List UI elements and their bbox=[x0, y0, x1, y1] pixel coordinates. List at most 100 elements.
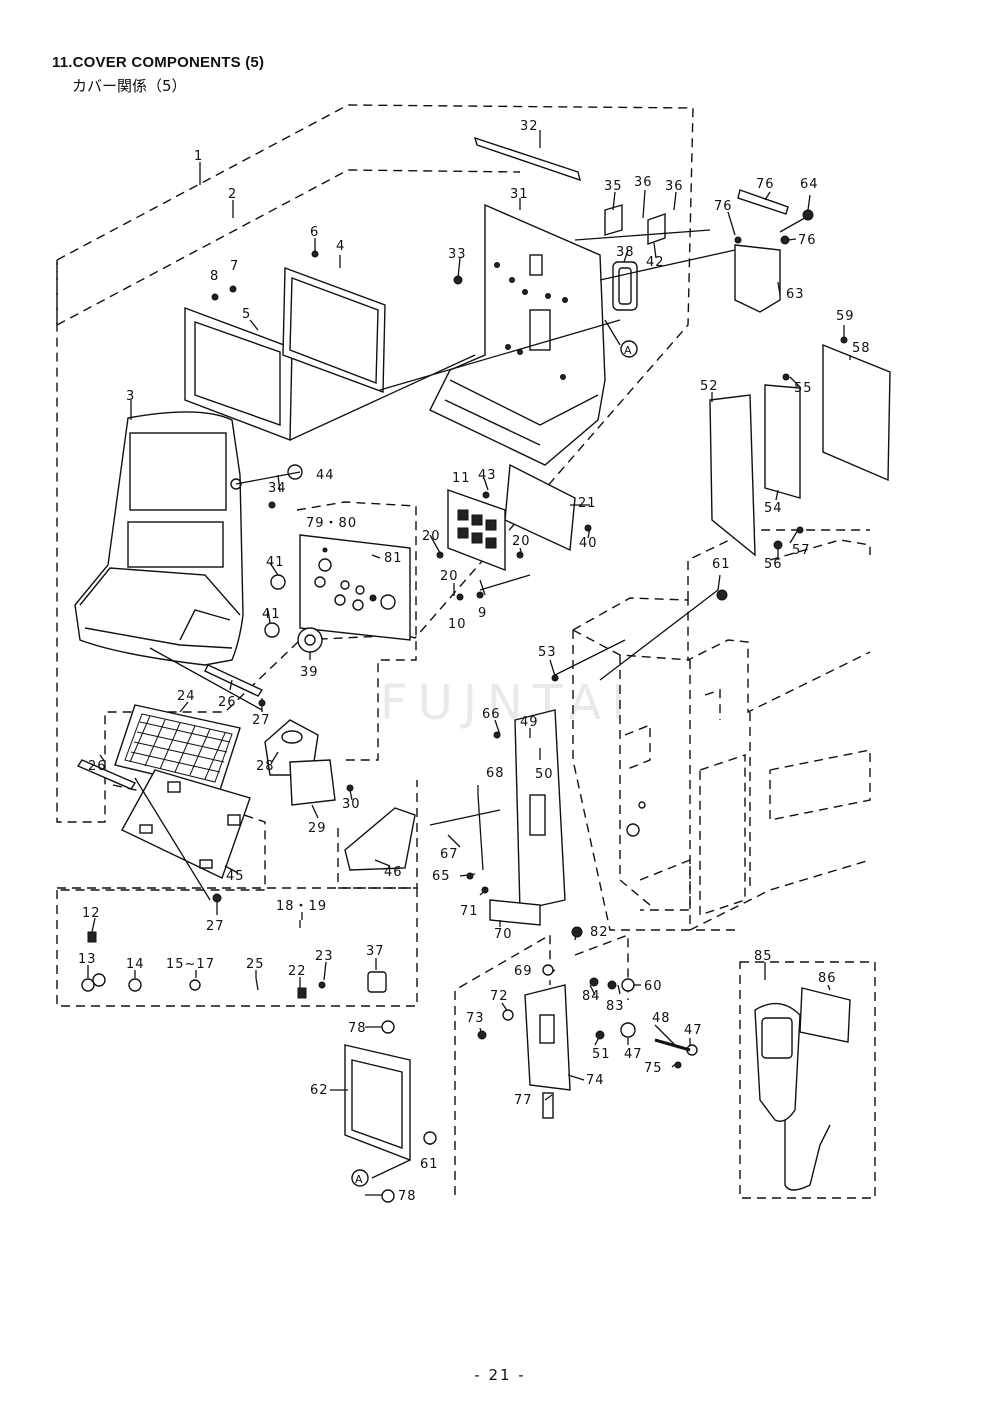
label-54: 54 bbox=[764, 501, 783, 516]
marker-a-top bbox=[620, 340, 638, 358]
part-77-pin bbox=[542, 1092, 554, 1119]
part-45-plate bbox=[121, 769, 251, 879]
label-60: 60 bbox=[644, 979, 663, 994]
label-48: 48 bbox=[652, 1011, 671, 1026]
part-46-bracket bbox=[344, 807, 416, 871]
part-54-board bbox=[764, 384, 801, 499]
label-66: 66 bbox=[482, 707, 501, 722]
part-44-cap bbox=[287, 464, 303, 480]
label-65: 65 bbox=[432, 869, 451, 884]
part-26-strip-a bbox=[204, 664, 264, 697]
label-86: 86 bbox=[818, 971, 837, 986]
part-58-cover bbox=[822, 343, 891, 482]
label-a-top: A bbox=[624, 344, 633, 357]
label-27-a: 27 bbox=[252, 713, 271, 728]
label-82: 82 bbox=[590, 925, 609, 940]
part-76-strip bbox=[737, 189, 789, 215]
label-49: 49 bbox=[520, 715, 539, 730]
label-44: 44 bbox=[316, 468, 335, 483]
page-number: - 21 - bbox=[474, 1366, 526, 1384]
label-28: 28 bbox=[256, 759, 275, 774]
label-46: 46 bbox=[384, 865, 403, 880]
label-43: 43 bbox=[478, 468, 497, 483]
label-20-a: 20 bbox=[422, 529, 441, 544]
label-37: 37 bbox=[366, 944, 385, 959]
part-52-bracket bbox=[709, 394, 756, 557]
label-41-b: 41 bbox=[262, 607, 281, 622]
assembly-1-outline bbox=[56, 104, 694, 823]
label-18-19: 18・19 bbox=[276, 899, 327, 914]
label-74: 74 bbox=[586, 1073, 605, 1088]
label-23: 23 bbox=[315, 949, 334, 964]
label-47-b: 47 bbox=[684, 1023, 703, 1038]
label-6: 6 bbox=[310, 225, 319, 240]
label-4: 4 bbox=[336, 239, 345, 254]
label-32: 32 bbox=[520, 119, 539, 134]
label-12: 12 bbox=[82, 906, 101, 921]
label-76-b: 76 bbox=[714, 199, 733, 214]
label-2: 2 bbox=[228, 187, 237, 202]
part-29-plate bbox=[289, 759, 336, 806]
part-31-back-panel bbox=[429, 203, 606, 466]
label-71: 71 bbox=[460, 904, 479, 919]
label-58: 58 bbox=[852, 341, 871, 356]
label-78-a: 78 bbox=[348, 1021, 367, 1036]
label-26-a: 26 bbox=[218, 695, 237, 710]
label-30: 30 bbox=[342, 797, 361, 812]
label-64: 64 bbox=[800, 177, 819, 192]
label-77: 77 bbox=[514, 1093, 533, 1108]
label-68: 68 bbox=[486, 766, 505, 781]
label-81: 81 bbox=[384, 551, 403, 566]
label-73: 73 bbox=[466, 1011, 485, 1026]
label-85: 85 bbox=[754, 949, 773, 964]
small-parts-box-outline bbox=[56, 887, 418, 1007]
part-labels: 1 2 3 4 5 6 7 8 9 10 11 12 13 14 15~17 1… bbox=[78, 119, 871, 1204]
marker-a-bottom bbox=[351, 1169, 369, 1187]
part-21-board bbox=[447, 463, 576, 572]
part-79-80-panel bbox=[299, 534, 411, 641]
label-36-a: 36 bbox=[634, 175, 653, 190]
part-3-console bbox=[74, 411, 244, 666]
part-67-rod bbox=[429, 809, 501, 826]
part-74-bracket bbox=[524, 984, 571, 1091]
label-7: 7 bbox=[230, 259, 239, 274]
label-27-b: 27 bbox=[206, 919, 225, 934]
part-35-plate bbox=[604, 204, 623, 236]
label-26-b: 26 bbox=[88, 759, 107, 774]
label-14: 14 bbox=[126, 957, 145, 972]
label-70: 70 bbox=[494, 927, 513, 942]
pendant-box-outline bbox=[739, 961, 876, 1199]
part-39-washer bbox=[297, 627, 323, 653]
part-49-column bbox=[489, 709, 566, 926]
box-74-outline bbox=[454, 933, 551, 1195]
label-1: 1 bbox=[194, 149, 203, 164]
label-63: 63 bbox=[786, 287, 805, 302]
label-33: 33 bbox=[448, 247, 467, 262]
label-56: 56 bbox=[764, 557, 783, 572]
part-26-strip-b bbox=[76, 759, 137, 790]
label-40: 40 bbox=[579, 536, 598, 551]
label-75: 75 bbox=[644, 1061, 663, 1076]
label-21: 21 bbox=[578, 496, 597, 511]
machine-body bbox=[572, 529, 871, 931]
label-9: 9 bbox=[478, 606, 487, 621]
label-72: 72 bbox=[490, 989, 509, 1004]
label-61-b: 61 bbox=[420, 1157, 439, 1172]
label-22: 22 bbox=[288, 964, 307, 979]
part-85-pendant bbox=[754, 987, 851, 1191]
box-60-outline bbox=[574, 933, 629, 1000]
watermark: FUJNTAI bbox=[380, 675, 636, 731]
part-38-grommet bbox=[612, 261, 638, 311]
label-38: 38 bbox=[616, 245, 635, 260]
label-57: 57 bbox=[792, 543, 811, 558]
label-29: 29 bbox=[308, 821, 327, 836]
label-67: 67 bbox=[440, 847, 459, 862]
label-53: 53 bbox=[538, 645, 557, 660]
label-5: 5 bbox=[242, 307, 251, 322]
label-59: 59 bbox=[836, 309, 855, 324]
label-34: 34 bbox=[268, 481, 287, 496]
label-35: 35 bbox=[604, 179, 623, 194]
label-84: 84 bbox=[582, 989, 601, 1004]
label-31: 31 bbox=[510, 187, 529, 202]
label-45: 45 bbox=[226, 869, 245, 884]
